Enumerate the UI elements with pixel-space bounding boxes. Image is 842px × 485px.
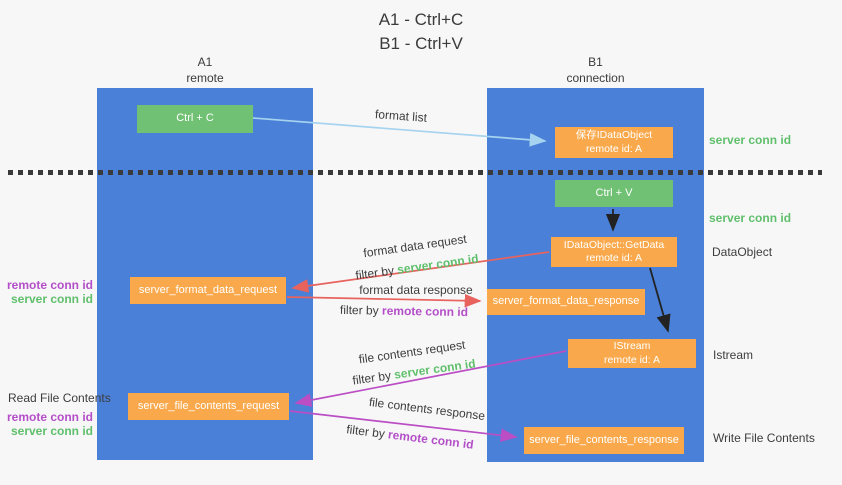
node-file-response-label: server_file_contents_response <box>529 433 679 446</box>
filter-by-text: filter by <box>339 302 383 318</box>
lane-b1-name: B1 <box>588 55 603 69</box>
node-save-idataobject-line1: 保存IDataObject <box>575 129 653 142</box>
lane-b1-subtitle: connection <box>566 70 625 85</box>
node-istream-line2: remote id: A <box>603 353 661 366</box>
label-server-conn-id-left-2: server conn id <box>10 424 93 439</box>
filter-by-text: filter by <box>354 262 399 283</box>
node-getdata-line2: remote id: A <box>585 252 643 264</box>
node-ctrl-c: Ctrl + C <box>137 105 253 133</box>
label-istream: Istream <box>713 348 754 362</box>
label-dataobject: DataObject <box>712 245 773 259</box>
title-line-1: A1 - Ctrl+C <box>378 10 464 29</box>
node-ctrl-c-label: Ctrl + C <box>176 112 214 125</box>
edge-label-filter-remote-conn-2: filter by remote conn id <box>346 422 475 451</box>
edge-label-format-data-response: format data response <box>359 283 473 297</box>
node-file-request-label: server_file_contents_request <box>137 399 280 412</box>
lane-header-b1: B1 connection <box>487 55 704 86</box>
diagram-title: A1 - Ctrl+C B1 - Ctrl+V <box>0 8 842 56</box>
node-save-idataobject-line2: remote id: A <box>585 142 643 155</box>
node-server-format-data-request: server_format_data_request <box>130 277 286 304</box>
lane-header-a1: A1 remote <box>97 55 313 86</box>
node-format-request-label: server_format_data_request <box>138 283 278 296</box>
lane-a1-name: A1 <box>197 55 213 69</box>
server-conn-id-text: server conn id <box>393 356 477 382</box>
node-ctrl-v-label: Ctrl + V <box>595 186 633 199</box>
node-format-response-label: server_format_data_response <box>492 295 640 308</box>
server-conn-id-text: server conn id <box>396 251 480 277</box>
node-istream-line1: IStream <box>613 340 651 353</box>
edge-label-format-list: format list <box>374 107 428 125</box>
node-server-file-contents-request: server_file_contents_request <box>128 393 289 420</box>
label-write-file-contents: Write File Contents <box>713 431 815 445</box>
title-line-2: B1 - Ctrl+V <box>379 34 463 54</box>
node-idataobject-getdata: IDataObject::GetData remote id: A <box>551 237 677 267</box>
node-getdata-line1: IDataObject::GetData <box>563 238 665 251</box>
remote-conn-id-text: remote conn id <box>387 427 475 452</box>
filter-by-text: filter by <box>345 422 390 442</box>
label-read-file-contents: Read File Contents <box>8 391 111 405</box>
remote-conn-id-text: remote conn id <box>381 303 469 320</box>
label-server-conn-id-top-right: server conn id <box>709 133 792 147</box>
filter-by-text: filter by <box>351 367 396 388</box>
arrow-format-data-response <box>286 293 482 308</box>
edge-label-file-contents-response: file contents response <box>368 394 486 424</box>
label-server-conn-id-mid-right: server conn id <box>709 211 792 225</box>
left-conn-id-stack-2: remote conn id server conn id <box>0 410 93 438</box>
node-server-format-data-response: server_format_data_response <box>487 289 645 315</box>
node-istream: IStream remote id: A <box>568 339 696 368</box>
label-remote-conn-id-left-2: remote conn id <box>6 410 93 424</box>
node-save-idataobject: 保存IDataObject remote id: A <box>555 127 673 158</box>
label-remote-conn-id-left-1: remote conn id <box>6 278 93 292</box>
lane-a1-subtitle: remote <box>186 70 224 85</box>
label-server-conn-id-left-1: server conn id <box>10 292 93 307</box>
dotted-separator-line <box>8 170 822 175</box>
node-server-file-contents-response: server_file_contents_response <box>524 427 684 454</box>
edge-label-filter-remote-conn-1: filter by remote conn id <box>340 303 468 319</box>
left-conn-id-stack-1: remote conn id server conn id <box>0 278 93 306</box>
node-ctrl-v: Ctrl + V <box>555 180 673 207</box>
